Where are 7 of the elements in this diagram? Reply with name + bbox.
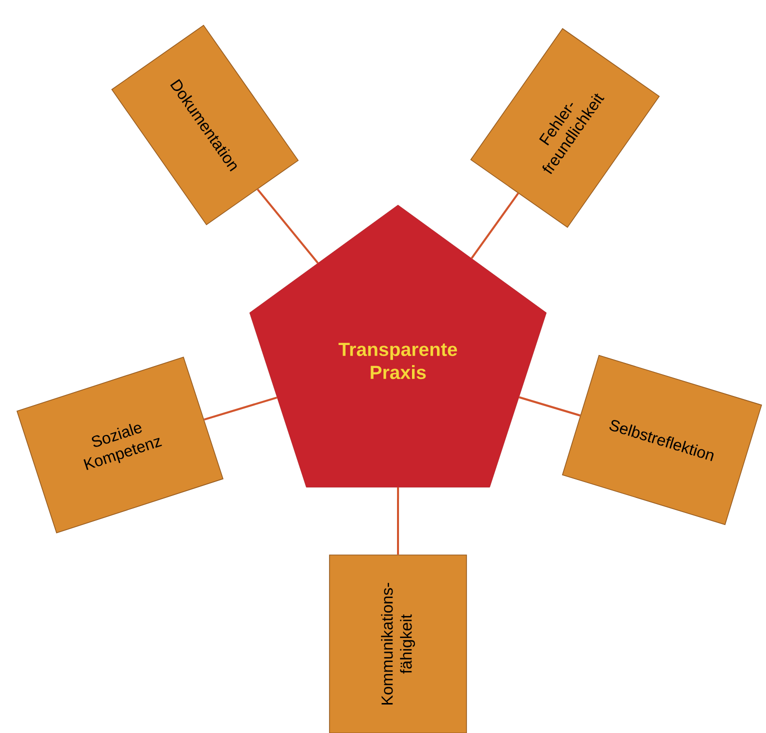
connector-line (256, 188, 319, 264)
connector-line (204, 396, 278, 420)
connector-line (470, 192, 519, 259)
text-box: Kommunikations- fähigkeit (329, 554, 467, 733)
connector-line (397, 487, 400, 555)
connector-line (518, 396, 580, 416)
pentagon: Transparente Praxis (249, 204, 547, 488)
